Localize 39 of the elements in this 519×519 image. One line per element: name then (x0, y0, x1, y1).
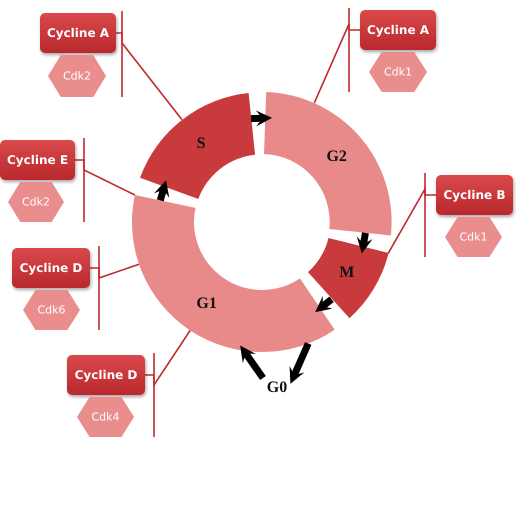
connector-line (314, 23, 360, 104)
phase-label: S (196, 134, 206, 153)
cdk-label: Cdk1 (459, 230, 488, 244)
cyclin-box: Cycline A (360, 10, 436, 50)
cdk-hexagon (48, 55, 106, 97)
cdk-hexagon (23, 290, 80, 330)
chevron-arrow (356, 232, 372, 254)
chevron-arrow (154, 180, 170, 202)
cdk-label: Cdk2 (62, 70, 92, 82)
cyclin-box: Cycline A (40, 13, 116, 53)
phase-label: G2 (326, 148, 347, 166)
cdk-hexagon (8, 182, 64, 222)
cdk-label: Cdk2 (22, 196, 50, 208)
connector-line (90, 263, 140, 280)
cdk-hexagon (77, 397, 134, 437)
cyclin-box: Cycline E (0, 140, 75, 180)
chevron-arrow (315, 296, 334, 312)
phase-segment (308, 238, 388, 319)
chevron-arrow (240, 346, 266, 380)
connector-line (145, 330, 191, 388)
cyclin-box: Cycline D (67, 355, 145, 395)
cyclin-box: Cycline B (436, 175, 513, 215)
phase-label: M (339, 264, 354, 282)
phase-segment (264, 92, 392, 236)
phase-label: G1 (196, 295, 217, 314)
cdk-label: Cdk6 (37, 304, 66, 316)
cdk-hexagon (445, 217, 502, 257)
chevron-arrow (251, 110, 272, 126)
cdk-hexagon (369, 52, 427, 92)
phase-segment (140, 92, 255, 199)
phase-label: G0 (262, 378, 292, 398)
cdk-label: Cdk1 (384, 66, 412, 78)
cyclin-box: Cycline D (12, 248, 90, 288)
connector-line (75, 159, 136, 196)
cdk-label: Cdk4 (91, 410, 120, 424)
chevron-arrow (290, 342, 312, 384)
connector-line (387, 186, 436, 254)
connector-line (116, 32, 183, 120)
phase-segment (132, 194, 335, 352)
